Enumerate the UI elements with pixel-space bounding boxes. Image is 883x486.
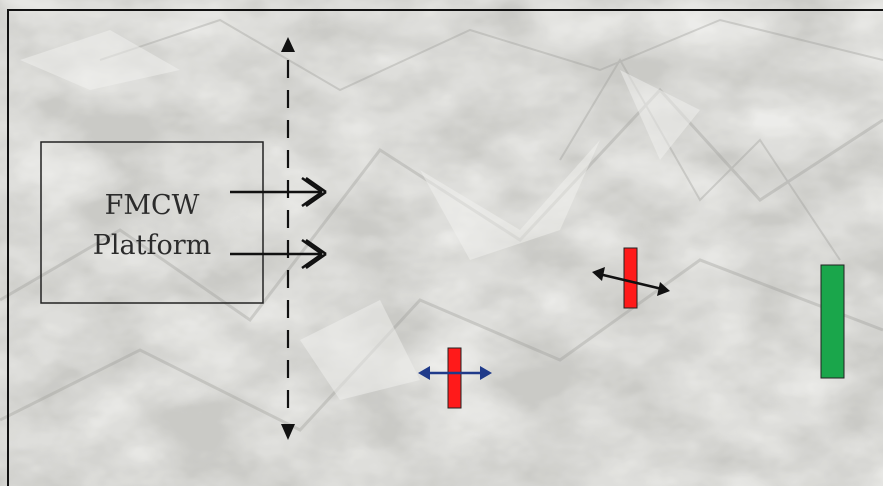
flight-path-arrow-up-icon [281, 37, 295, 52]
flight-path-arrow-down-icon [281, 424, 295, 440]
moving-target-2-velocity [598, 272, 663, 291]
platform-label-line1: FMCW [105, 190, 200, 221]
transmit-antenna [230, 176, 327, 208]
stationary-target [820, 264, 845, 379]
arrow-left-icon [418, 366, 430, 380]
arrow-left-icon [592, 267, 605, 281]
moving-target-2-body [623, 247, 638, 309]
fmcw-platform-box [40, 141, 264, 304]
platform-label-line2: Platform [93, 230, 212, 261]
frame-border [7, 9, 883, 486]
moving-target-1-body [447, 347, 462, 409]
terrain-highlights [20, 30, 700, 400]
moving-target-2 [592, 247, 670, 309]
arrow-right-icon [480, 366, 492, 380]
moving-target-1 [418, 347, 492, 409]
receive-antenna [230, 238, 327, 270]
arrow-right-icon [657, 282, 670, 296]
